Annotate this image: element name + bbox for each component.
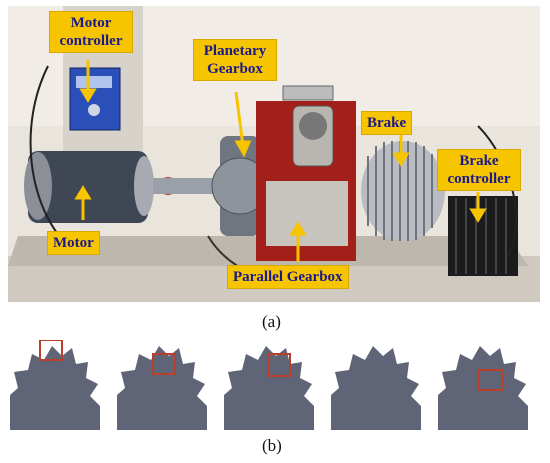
gear-render-1 [10,340,100,430]
label-motor-controller: Motor controller [50,12,132,52]
caption-b: (b) [262,436,282,455]
gear-render-3 [224,340,314,430]
gear-render-2 [117,340,207,430]
label-motor: Motor [48,232,99,254]
label-brake: Brake [362,112,412,134]
brake-unit [361,141,445,241]
caption-a: (a) [262,312,281,331]
label-brake-controller: Brake controller [438,150,520,190]
label-parallel-gearbox: Parallel Gearbox [228,266,348,288]
gear-render-5 [438,340,528,430]
motor-unit [28,151,148,223]
brake-controller-unit [448,196,518,276]
label-planetary-gearbox: Planetary Gearbox [194,40,276,80]
gear-render-4 [331,340,421,430]
